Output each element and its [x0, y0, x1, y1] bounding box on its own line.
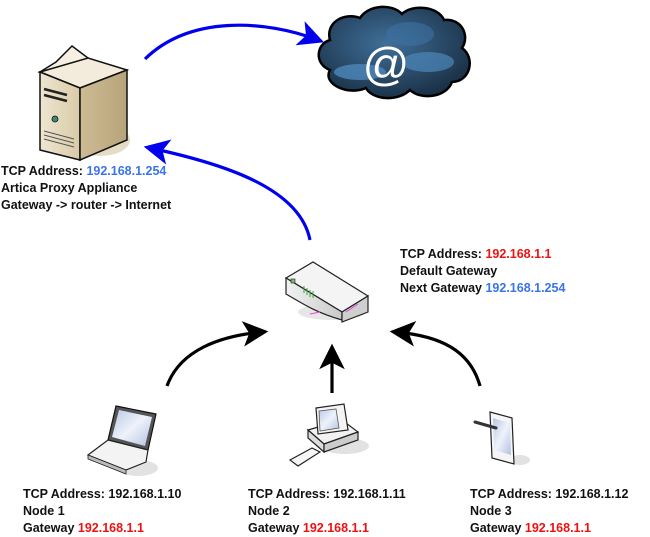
node-2-name: Node 2: [248, 504, 290, 518]
node-1-gateway-label: Gateway: [23, 521, 78, 535]
node-3-tcp: TCP Address: 192.168.1.12: [470, 487, 629, 501]
proxy-route: Gateway -> router -> Internet: [1, 198, 172, 212]
node-1-name: Node 1: [23, 504, 65, 518]
tablet-icon: [473, 411, 530, 465]
node3-to-router-arrow: [389, 320, 482, 387]
router-tcp-ip: 192.168.1.1: [485, 247, 552, 261]
router-label: TCP Address: 192.168.1.1 Default Gateway…: [400, 246, 565, 297]
proxy-name: Artica Proxy Appliance: [1, 181, 138, 195]
node-1-label: TCP Address: 192.168.1.10 Node 1 Gateway…: [23, 486, 181, 537]
proxy-to-internet-arrow: [143, 21, 324, 61]
router-to-proxy-arrow: [143, 139, 312, 241]
node-1-gateway-ip: 192.168.1.1: [77, 521, 144, 535]
router-tcp-line: TCP Address: 192.168.1.1: [400, 246, 565, 263]
laptop-icon: [86, 405, 158, 476]
node1-to-router-arrow: [165, 321, 269, 387]
node-3-gateway-line: Gateway 192.168.1.1: [470, 520, 628, 537]
proxy-tcp-line: TCP Address: 192.168.1.254: [1, 163, 171, 180]
node-2-tcp: TCP Address: 192.168.1.11: [248, 487, 406, 501]
server-tower-icon: [37, 45, 130, 162]
node-3-label: TCP Address: 192.168.1.12 Node 3 Gateway…: [470, 486, 628, 537]
internet-cloud-icon: @: [317, 5, 471, 100]
router-icon: [284, 261, 370, 323]
at-symbol: @: [363, 38, 410, 90]
node-2-label: TCP Address: 192.168.1.11 Node 2 Gateway…: [248, 486, 406, 537]
proxy-tcp-ip: 192.168.1.254: [86, 164, 167, 178]
proxy-tcp-label: TCP Address:: [1, 164, 87, 178]
node-2-gateway-line: Gateway 192.168.1.1: [248, 520, 406, 537]
router-role: Default Gateway: [400, 264, 498, 278]
desktop-computer-icon: [288, 403, 369, 467]
node-1-gateway-line: Gateway 192.168.1.1: [23, 520, 181, 537]
node-2-gateway-ip: 192.168.1.1: [302, 521, 369, 535]
node-3-gateway-ip: 192.168.1.1: [524, 521, 591, 535]
router-next-ip: 192.168.1.254: [485, 281, 566, 295]
node-1-tcp: TCP Address: 192.168.1.10: [23, 487, 182, 501]
router-tcp-label: TCP Address:: [400, 247, 486, 261]
router-next-label: Next Gateway: [400, 281, 486, 295]
node-2-gateway-label: Gateway: [248, 521, 303, 535]
node-3-name: Node 3: [470, 504, 512, 518]
proxy-label: TCP Address: 192.168.1.254 Artica Proxy …: [1, 163, 171, 214]
router-next-line: Next Gateway 192.168.1.254: [400, 280, 565, 297]
node-3-gateway-label: Gateway: [470, 521, 525, 535]
